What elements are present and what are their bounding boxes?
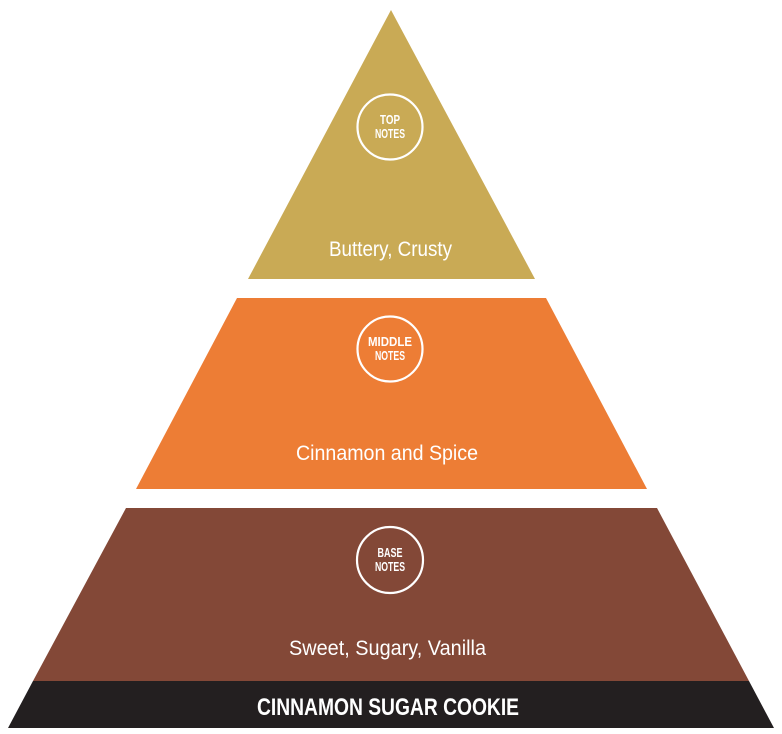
tier-top: TOP NOTES Buttery, Crusty (248, 10, 535, 279)
top-notes-description: Buttery, Crusty (329, 238, 452, 261)
title-bar-shape (8, 681, 774, 728)
top-notes-badge-line1: TOP (380, 113, 400, 127)
middle-notes-badge-ring (356, 315, 424, 383)
top-notes-badge-ring (356, 93, 424, 161)
tier-base-shape (33, 508, 749, 681)
middle-notes-badge-line1: MIDDLE (368, 335, 412, 349)
base-notes-badge-line1: BASE (378, 546, 403, 560)
top-notes-badge-line2: NOTES (375, 127, 405, 141)
middle-notes-description: Cinnamon and Spice (296, 442, 478, 465)
tier-middle-shape (136, 298, 647, 489)
product-title: CINNAMON SUGAR COOKIE (257, 694, 519, 721)
base-notes-description: Sweet, Sugary, Vanilla (289, 637, 486, 660)
tier-base: BASE NOTES Sweet, Sugary, Vanilla (33, 508, 749, 681)
middle-notes-badge-line2: NOTES (375, 349, 405, 363)
title-bar: CINNAMON SUGAR COOKIE (8, 681, 774, 728)
base-notes-badge-ring (355, 525, 425, 595)
tier-top-shape (248, 10, 535, 279)
tier-middle: MIDDLE NOTES Cinnamon and Spice (136, 298, 647, 489)
base-notes-badge-line2: NOTES (375, 560, 405, 574)
